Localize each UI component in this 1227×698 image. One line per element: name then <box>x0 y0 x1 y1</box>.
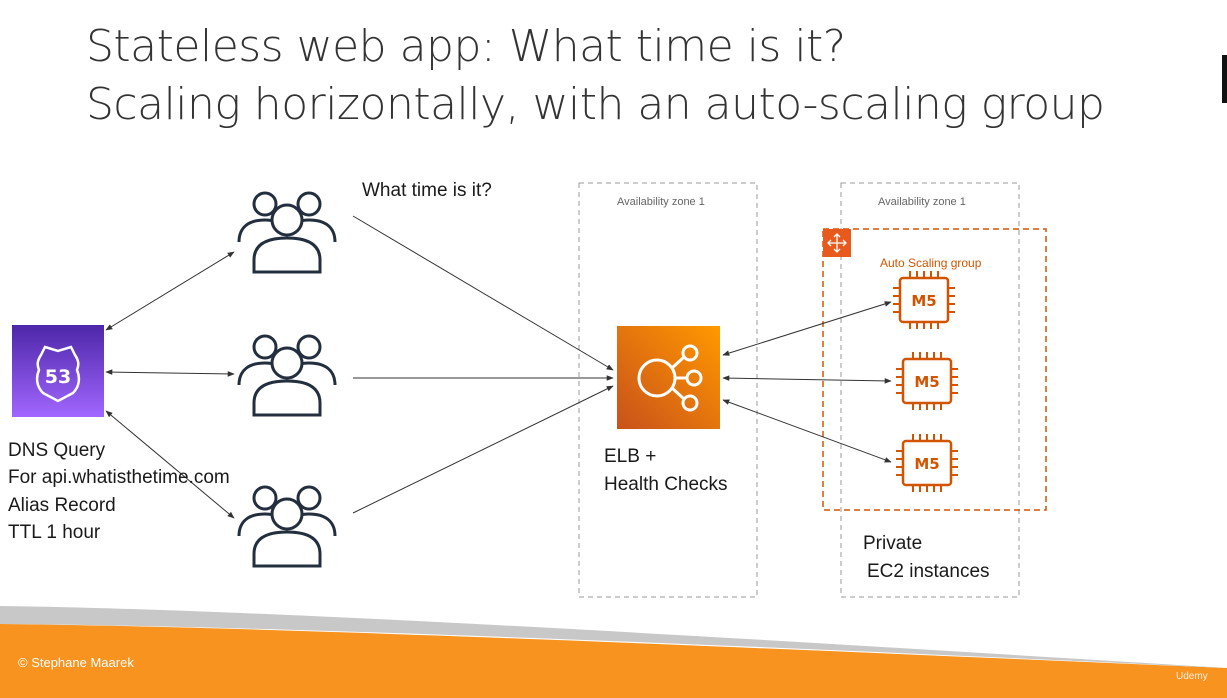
arrow-elb-instance3 <box>722 399 892 463</box>
title-line-2: Scaling horizontally, with an auto-scali… <box>86 79 1105 130</box>
arrow-elb-instance1 <box>722 301 892 356</box>
route53-caption-line-3: Alias Record <box>8 495 116 516</box>
user-group-icon-2 <box>237 334 337 417</box>
ec2-instance-icon-2: M5 <box>894 350 960 412</box>
zone-2-label: Availability zone 1 <box>878 196 966 208</box>
route53-caption-line-1: DNS Query <box>8 440 106 461</box>
title-line-1: Stateless web app: What time is it? <box>86 21 846 72</box>
slide-title: Stateless web app: What time is it? Scal… <box>86 18 1105 134</box>
edge-bar <box>1222 55 1227 103</box>
elb-caption-line-1: ELB + <box>604 446 657 467</box>
auto-scaling-group-box <box>822 228 1047 511</box>
availability-zone-2-box <box>840 182 1020 598</box>
private-caption-line-2: EC2 instances <box>867 561 990 582</box>
elb-icon <box>617 326 720 429</box>
route53-caption-line-4: TTL 1 hour <box>8 522 101 543</box>
route53-caption-line-2: For api.whatisthetime.com <box>8 467 230 488</box>
elb-caption-line-2: Health Checks <box>604 474 728 495</box>
arrow-route53-users3 <box>105 410 235 519</box>
footer-band <box>0 624 1227 698</box>
footer-watermark: Udemy <box>1176 671 1208 682</box>
arrow-route53-users2 <box>105 369 235 377</box>
availability-zone-1-box <box>578 182 758 598</box>
arrow-route53-users1 <box>105 251 235 331</box>
footer-gray-swoosh <box>0 606 1227 668</box>
user-group-icon-1 <box>237 191 337 274</box>
auto-scaling-icon <box>823 229 851 257</box>
zone-1-label: Availability zone 1 <box>617 196 705 208</box>
instance-type-label-3: M5 <box>914 455 939 473</box>
ec2-instance-icon-1: M5 <box>891 269 957 331</box>
instance-type-label-1: M5 <box>911 292 936 310</box>
ec2-instance-icon-3: M5 <box>894 432 960 494</box>
arrow-users3-elb <box>352 385 614 514</box>
arrow-elb-instance2 <box>722 375 892 384</box>
route53-icon: 53 <box>12 325 104 417</box>
footer-copyright: © Stephane Maarek <box>18 655 134 670</box>
private-caption-line-1: Private <box>863 533 923 554</box>
user-group-icon-3 <box>237 485 337 568</box>
instance-type-label-2: M5 <box>914 373 939 391</box>
users-question: What time is it? <box>362 180 492 201</box>
auto-scaling-group-label: Auto Scaling group <box>880 256 982 270</box>
route53-icon-text: 53 <box>45 366 71 388</box>
arrow-users1-elb <box>352 215 614 371</box>
